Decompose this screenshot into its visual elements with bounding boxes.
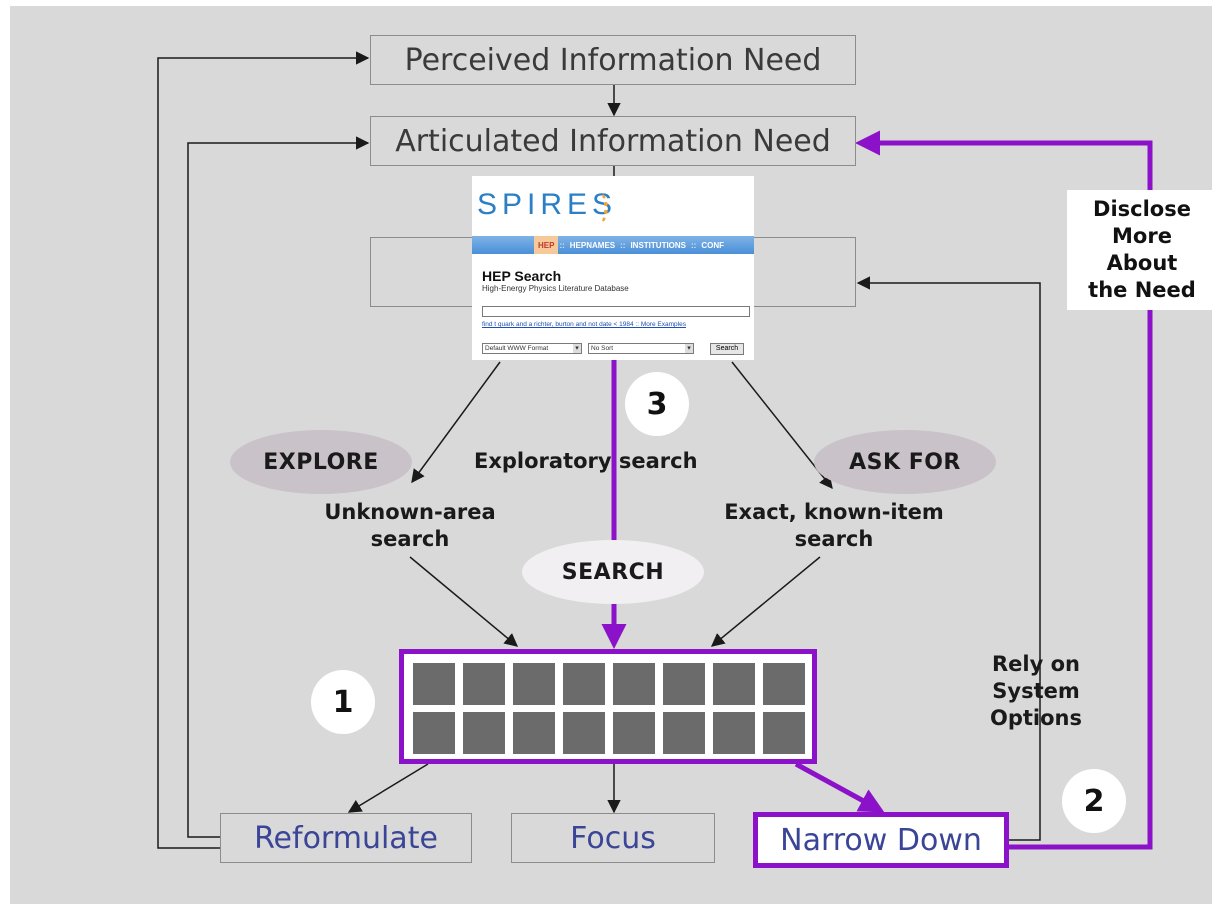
- explore-label: EXPLORE: [263, 449, 379, 475]
- spires-format-value: Default WWW Format: [485, 345, 549, 352]
- loop-left-outer: [157, 51, 370, 849]
- result-item: [463, 712, 505, 754]
- disclose-more-label: Disclose More About the Need: [1067, 190, 1217, 310]
- focus-label: Focus: [570, 820, 656, 856]
- result-item: [563, 663, 605, 705]
- narrow-down-box: Narrow Down: [753, 812, 1009, 868]
- results-grid: [399, 649, 817, 764]
- nav-separator: ::: [691, 240, 697, 250]
- spires-example-link[interactable]: find t quark and a richter, burton and n…: [482, 321, 686, 328]
- spires-nav-conf[interactable]: CONF: [701, 240, 725, 250]
- result-item: [713, 712, 755, 754]
- result-item: [413, 712, 455, 754]
- spires-screenshot: SPIRES HEP :: HEPNAMES :: INSTITUTIONS :…: [472, 176, 754, 360]
- exact-known-item-label: Exact, known-item search: [724, 500, 944, 551]
- arrow-unknown-area-to-results: [409, 556, 519, 647]
- step-badge-2: 2: [1062, 769, 1126, 833]
- result-item: [613, 712, 655, 754]
- narrow-down-label: Narrow Down: [780, 822, 982, 858]
- explore-ellipse: EXPLORE: [230, 430, 412, 494]
- purple-loop-disclose-more: [855, 130, 1153, 850]
- spires-logo: SPIRES: [477, 188, 618, 221]
- result-item: [513, 712, 555, 754]
- nav-separator: ::: [620, 240, 626, 250]
- exploratory-search-label: Exploratory search: [474, 449, 698, 473]
- arrow-results-to-reformulate: [347, 763, 429, 813]
- spires-nav-hep[interactable]: HEP: [534, 236, 559, 254]
- step-badge-3: 3: [625, 372, 689, 436]
- result-item: [713, 663, 755, 705]
- spires-nav-bar: HEP :: HEPNAMES :: INSTITUTIONS :: CONF: [472, 236, 754, 254]
- spires-page-subtitle: High-Energy Physics Literature Database: [482, 284, 629, 293]
- result-item: [463, 663, 505, 705]
- unknown-area-search-label: Unknown-area search: [324, 500, 496, 551]
- rely-on-system-options-label: Rely on System Options: [990, 652, 1082, 730]
- step-badge-1: 1: [311, 670, 375, 734]
- result-item: [413, 663, 455, 705]
- spires-nav-institutions[interactable]: INSTITUTIONS: [630, 240, 687, 250]
- spires-format-select[interactable]: Default WWW Format: [482, 343, 582, 354]
- articulated-need-label: Articulated Information Need: [395, 123, 831, 159]
- perceived-need-label: Perceived Information Need: [404, 42, 822, 78]
- result-item: [613, 663, 655, 705]
- articulated-need-box: Articulated Information Need: [370, 116, 856, 166]
- result-item: [563, 712, 605, 754]
- spires-nav-hepnames[interactable]: HEPNAMES: [569, 240, 616, 250]
- spires-sort-select[interactable]: No Sort: [588, 343, 694, 354]
- spires-logo-mark-icon: [590, 192, 608, 224]
- spires-search-input[interactable]: [482, 306, 750, 317]
- arrow-exact-known-to-results: [710, 556, 821, 647]
- spires-sort-value: No Sort: [591, 345, 614, 352]
- search-ellipse: SEARCH: [522, 540, 704, 604]
- purple-arrow-results-to-narrow-down: [794, 761, 885, 813]
- result-item: [663, 663, 705, 705]
- focus-box: Focus: [511, 813, 715, 863]
- ask-for-ellipse: ASK FOR: [814, 430, 996, 494]
- result-item: [663, 712, 705, 754]
- search-label: SEARCH: [561, 559, 665, 585]
- reformulate-box: Reformulate: [220, 813, 472, 863]
- result-item: [763, 663, 805, 705]
- loop-left-inner: [187, 136, 370, 838]
- nav-separator: ::: [559, 240, 565, 250]
- arrow-spires-to-unknown-area: [411, 361, 501, 484]
- reformulate-label: Reformulate: [254, 820, 438, 856]
- loop-rely-on-options: [856, 276, 1041, 841]
- spires-page-title: HEP Search: [482, 268, 562, 284]
- spires-search-button[interactable]: Search: [710, 343, 744, 355]
- result-item: [513, 663, 555, 705]
- result-item: [763, 712, 805, 754]
- perceived-need-box: Perceived Information Need: [370, 35, 856, 85]
- ask-for-label: ASK FOR: [849, 449, 961, 475]
